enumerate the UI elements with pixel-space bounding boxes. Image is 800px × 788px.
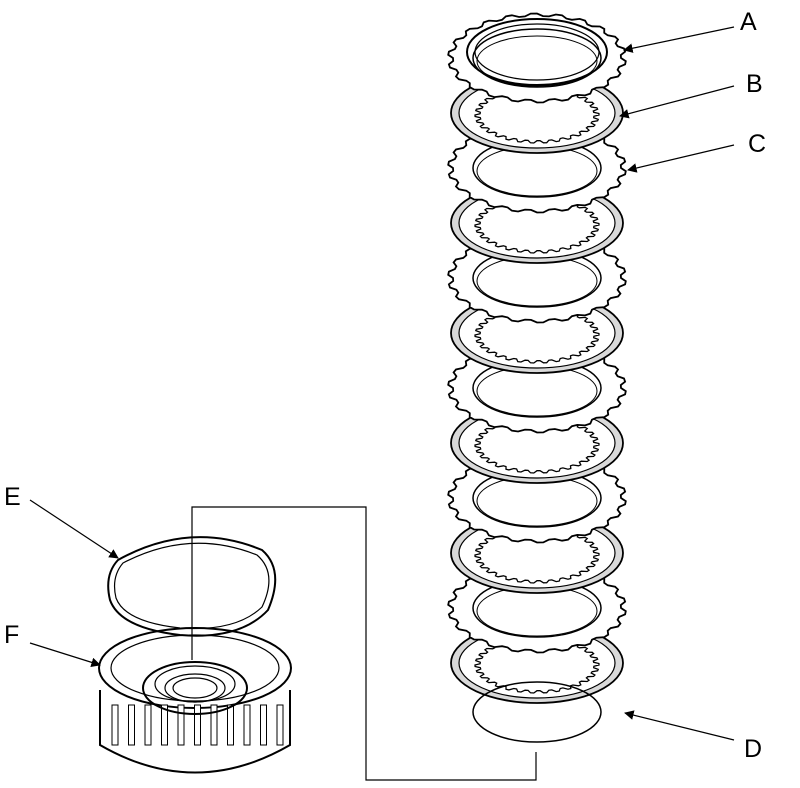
callout-f: F: [4, 621, 19, 649]
end-plate: [472, 681, 602, 743]
callout-e-leader: [29, 499, 119, 559]
clutch-plate-stack: [447, 12, 627, 743]
clutch-drum: [98, 627, 292, 774]
callout-e: E: [4, 483, 21, 511]
drum-spline-slots: [111, 704, 284, 746]
callout-d-leader: [624, 710, 735, 741]
assembly-connector-line: [191, 506, 537, 781]
callout-a-leader: [623, 26, 735, 53]
o-ring-seal: [107, 536, 277, 637]
callout-b-leader: [619, 85, 735, 119]
callout-f-leader: [29, 642, 101, 667]
callout-c: C: [748, 130, 766, 158]
callout-d: D: [744, 735, 762, 763]
callout-b: B: [746, 70, 763, 98]
retaining-plate: [466, 18, 608, 86]
callout-a: A: [740, 8, 757, 36]
callout-c-leader: [627, 144, 735, 173]
